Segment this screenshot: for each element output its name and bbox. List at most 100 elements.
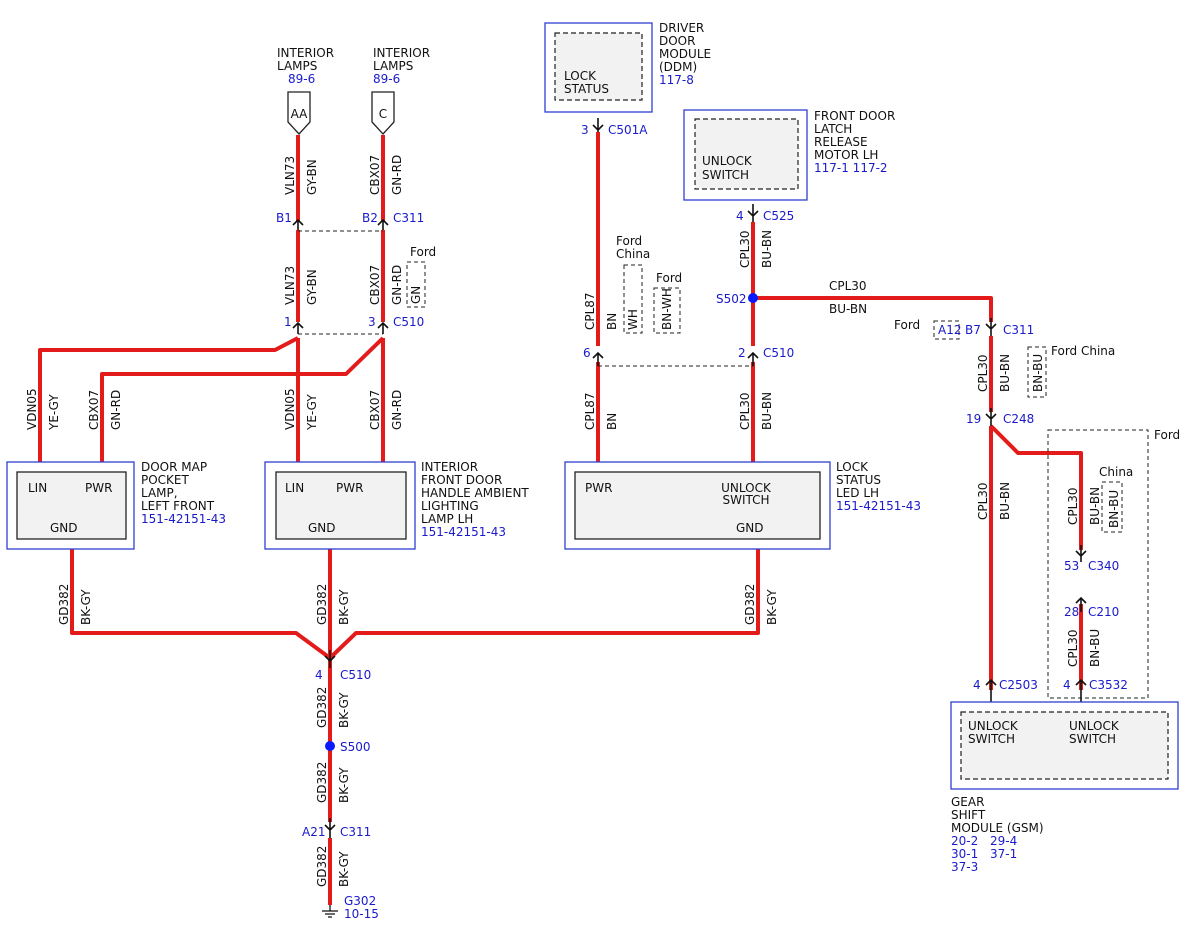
lamps-c-name-1: INTERIOR [373,46,430,60]
variant-ford-china-1: Ford [616,234,642,248]
gsm-sw2-2: SWITCH [1069,732,1116,746]
variant-ford-label-4: Ford [1154,428,1180,442]
pin-c510-ground-symbol [324,650,336,668]
ddm-name-1: DRIVER [659,21,704,35]
vertical-wire-labels: VLN73 GY-BN CBX07 GN-RD VLN73 GY-BN CBX0… [25,155,1121,887]
lamps-c-ref: 89-6 [373,72,400,86]
ddm-ref: 117-8 [659,73,694,87]
lock-led-pin-gnd: GND [736,521,764,535]
pin-3-ddm-label: 3 [581,123,589,137]
pin-b2-label: B2 [362,211,378,225]
handle-lamp-name-2: FRONT DOOR [421,473,502,487]
door-map-pin-pwr: PWR [85,481,112,495]
label-cpl30-latch: CPL30 [738,230,752,268]
label-gybn-upper: GY-BN [305,159,319,195]
wires [38,132,1083,905]
gsm-name-3: MODULE (GSM) [951,821,1044,835]
c525-label: C525 [763,209,794,223]
wire-cpl30-horizontal [753,296,993,322]
variant-china-label: China [1099,465,1133,479]
label-cbx07-doormap: CBX07 [87,390,101,430]
label-bkgy-led: BK-GY [765,589,779,625]
handle-lamp-name-1: INTERIOR [421,460,478,474]
pin-19-label: 19 [966,412,981,426]
label-cpl30-c340: CPL30 [1066,487,1080,525]
variant-ford-region [1047,429,1149,699]
c510-label-left: C510 [393,315,424,329]
pin-a12-label: A12 [938,323,961,337]
connector-aa-label: AA [291,107,309,121]
pin-4-c510-label: 4 [315,668,323,682]
ground-symbol-icon [322,905,338,918]
connector-c-label: C [379,107,387,121]
handle-lamp-name-4: LIGHTING [421,499,479,513]
splice-s500-dot [325,741,335,751]
label-yegy-handle: YE-GY [305,394,319,431]
pin-c210-symbol [1075,596,1087,612]
lock-led-name-2: STATUS [836,473,881,487]
lamps-aa-name-2: LAMPS [277,59,317,73]
handle-lamp-pin-lin: LIN [285,481,304,495]
lock-led-ref: 151-42151-43 [836,499,921,513]
pin-6-label: 6 [583,346,591,360]
wire-cpl30-c340 [989,424,1083,550]
label-bubn-c248: BU-BN [998,354,1012,392]
splice-s500-label: S500 [340,740,371,754]
lamps-c-name-2: LAMPS [373,59,413,73]
label-bkgy-handle: BK-GY [337,589,351,625]
ddm-name-4: (DDM) [659,60,697,74]
c510-label-ground: C510 [340,668,371,682]
variant-ford-label-2: Ford [656,271,682,285]
wire-gd382-doormap [70,545,332,660]
gsm-name-2: SHIFT [951,808,986,822]
latch-ref: 117-1 117-2 [814,161,888,175]
latch-inner [694,118,799,190]
gsm-sw1-2: SWITCH [968,732,1015,746]
label-cpl87-lower: CPL87 [583,392,597,430]
label-bubn-led: BU-BN [760,392,774,430]
lamps-aa-name-1: INTERIOR [277,46,334,60]
gear-shift-module: UNLOCK SWITCH UNLOCK SWITCH GEAR SHIFT M… [950,701,1179,874]
wire-gd382-led [328,545,760,660]
handle-lamp-pin-gnd: GND [308,521,336,535]
variant-ford-label-3: Ford [894,318,920,332]
c510-label-right: C510 [763,346,794,360]
label-bnbu-c3532: BN-BU [1088,629,1102,667]
lock-led-name-1: LOCK [836,460,869,474]
interior-lamps-aa: INTERIOR LAMPS 89-6 AA [277,46,334,135]
variant-bnbu-box-2 [1101,481,1123,533]
label-bkgy-doormap: BK-GY [79,589,93,625]
ground-ref: 10-15 [344,907,379,921]
gsm-sw2-1: UNLOCK [1069,719,1120,733]
variant-wh-box [623,264,643,334]
label-bubn-c340: BU-BN [1088,487,1102,525]
label-gd382-ground: GD382 [315,846,329,887]
gsm-ref-4: 37-1 [990,847,1017,861]
pin-c525-symbol [747,204,759,222]
splice-s502-dot [748,293,758,303]
door-map-ref: 151-42151-43 [141,512,226,526]
label-bnbu-variant-1: BN-BU [1031,354,1045,392]
door-map-lamp: LIN PWR GND DOOR MAP POCKET LAMP, LEFT F… [6,460,226,550]
pin-a21-symbol [324,818,336,838]
latch-inner-label-2: SWITCH [702,168,749,182]
label-bkgy-c510: BK-GY [337,692,351,728]
ddm-inner [554,32,643,101]
pin-4-latch-label: 4 [736,209,744,223]
label-bn-upper: BN [605,313,619,330]
c501a-label: C501A [608,123,648,137]
door-map-name-2: POCKET [141,473,190,487]
label-gnrd-handle: GN-RD [390,390,404,430]
pin-53-label: 53 [1064,559,1079,573]
label-cbx07-handle: CBX07 [368,390,382,430]
handle-lamp-name-3: HANDLE AMBIENT [421,486,529,500]
wire-vdn05-doormap [38,336,299,470]
door-map-name-3: LAMP, [141,486,178,500]
latch-name-1: FRONT DOOR [814,109,895,123]
latch-name-3: RELEASE [814,135,868,149]
splice-s502-label: S502 [716,292,747,306]
latch-name-4: MOTOR LH [814,148,878,162]
c311-label-ground: C311 [340,825,371,839]
interior-lamps-c: INTERIOR LAMPS 89-6 C [371,46,430,135]
